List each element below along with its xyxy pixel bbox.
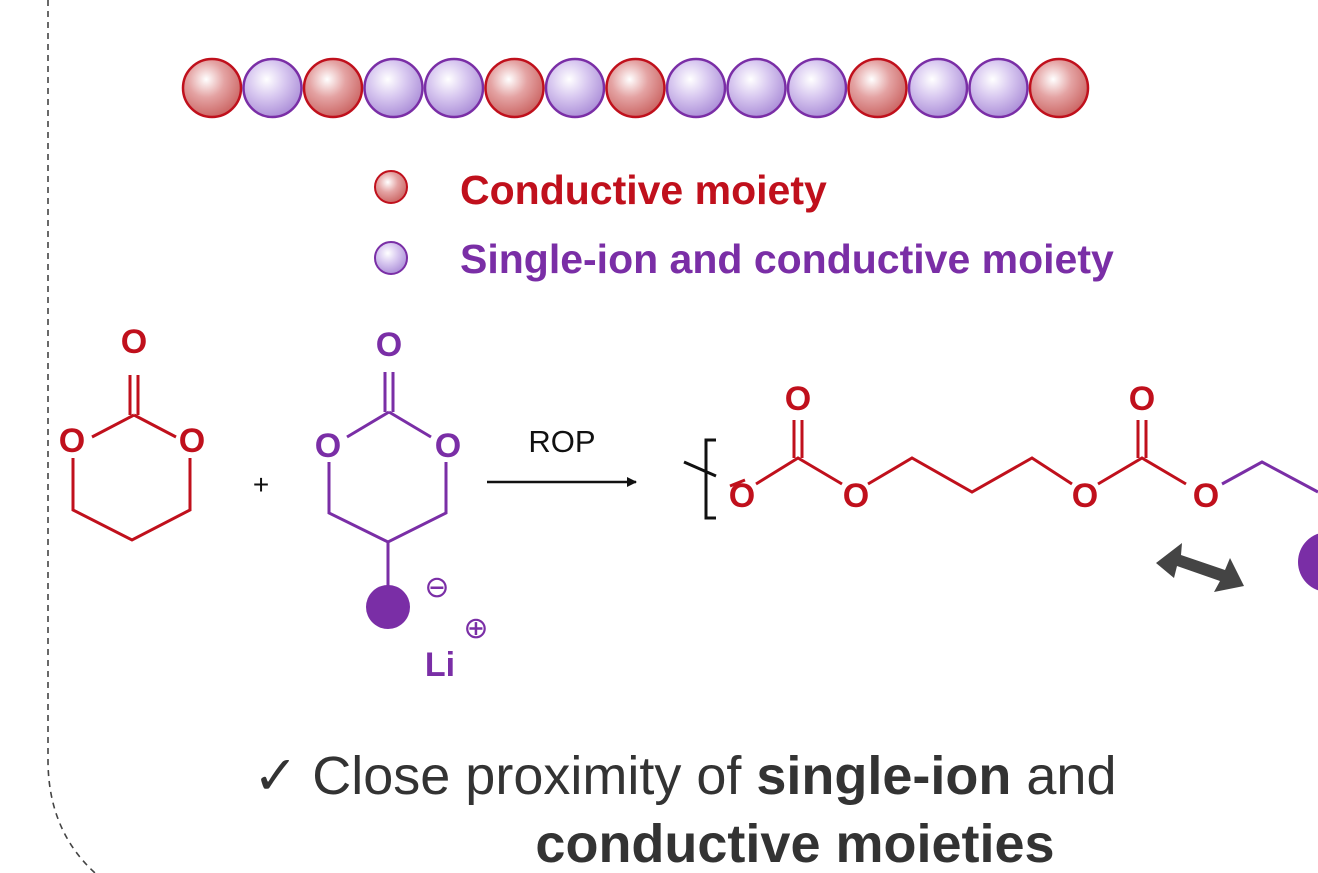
bead-conductive [181,57,243,119]
monomer-conductive [71,375,192,542]
summary-suffix: and [1011,746,1116,806]
monomer-conductive-ring-o-right: O [179,422,205,460]
bead-single-ion [665,57,727,119]
bead-single-ion [242,57,303,119]
monomer-single-ion-carbonyl-o: O [376,326,402,364]
bead-single-ion [544,57,606,119]
bead-conductive [302,57,364,119]
legend-conductive-label: Conductive moiety [460,167,827,213]
checkmark-icon: ✓ [253,746,298,806]
bead-single-ion [907,57,969,119]
anionic-group-icon [366,585,410,629]
monomer-conductive-carbonyl-o: O [121,323,147,361]
legend-single-ion-label: Single-ion and conductive moiety [460,236,1114,282]
bead-single-ion [968,57,1029,119]
monomer-single-ion [327,372,448,588]
bead-conductive [484,57,545,119]
plus-sign: + [253,469,269,500]
polymer-carbonyl-o-2: O [1129,380,1155,418]
bead-single-ion [726,57,787,119]
legend-single-ion-bead-icon [374,241,408,275]
polymer-ester-o-2: O [843,477,869,515]
dashed-panel-border [47,0,96,873]
summary-prefix: Close proximity of [312,746,756,806]
polymer-ester-o-1: O [729,477,755,515]
summary-line-1: ✓Close proximity of single-ion and [253,746,1117,806]
monomer-single-ion-ring-o-right: O [435,427,461,465]
summary-line-2: conductive moieties [535,814,1054,873]
bead-conductive [1028,57,1090,119]
polymer-anionic-group-icon [1298,533,1318,591]
bead-single-ion [423,57,485,119]
bead-chain [181,57,1090,119]
polymer-ester-o-4: O [1193,477,1219,515]
cation-charge-symbol: ⊕ [463,611,488,646]
lithium-counterion: Li [425,646,455,684]
legend-conductive-bead-icon [374,170,408,204]
bead-single-ion [786,57,848,119]
monomer-single-ion-ring-o-left: O [315,427,341,465]
bead-single-ion [363,57,424,119]
polymer-backbone [683,420,1318,520]
proximity-double-arrow-icon [1156,543,1244,592]
legend: Conductive moiety Single-ion and conduct… [374,167,1114,282]
polymer-carbonyl-o-1: O [785,380,811,418]
bead-conductive [847,57,908,119]
summary-bold-single-ion: single-ion [756,746,1011,806]
monomer-conductive-ring-o-left: O [59,422,85,460]
bead-conductive [605,57,666,119]
polymer-ester-o-3: O [1072,477,1098,515]
reaction-label: ROP [528,424,595,459]
anion-charge-symbol: ⊖ [424,570,449,605]
